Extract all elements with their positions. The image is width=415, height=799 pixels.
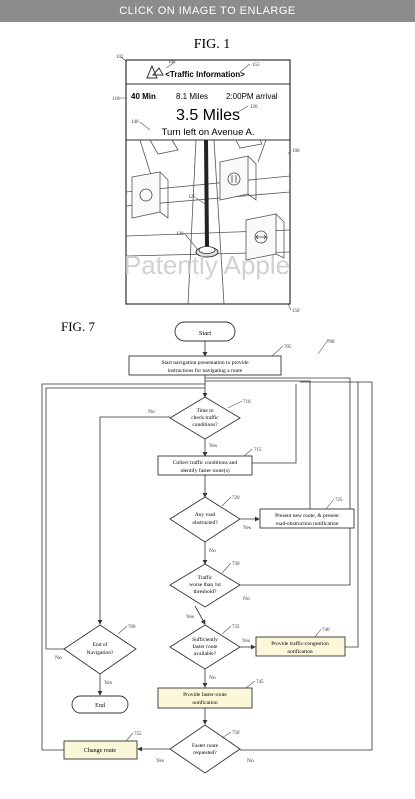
step-725-line2: road-obstruction notification — [275, 520, 338, 527]
decision-760: End of Navigation? — [63, 624, 137, 675]
label-730-yes: Yes — [186, 614, 194, 620]
step-715-line2: identify faster route(s) — [180, 467, 229, 474]
ref-705: 705 — [284, 345, 292, 350]
decision-750: Faster route requested? — [169, 724, 241, 774]
decision-720-line1: Any road — [195, 512, 216, 518]
ref-100: 100 — [292, 149, 300, 154]
map-poi-icons — [139, 172, 268, 244]
step-745-line1: Provide faster-route — [183, 691, 227, 698]
fig7-reference-numerals: 700 705 710 715 720 725 730 735 740 745 … — [128, 340, 343, 737]
step-740-line1: Provide traffic-congestion — [271, 640, 329, 647]
ref-745: 745 — [256, 680, 264, 685]
decision-720: Any road obstructed? — [169, 496, 241, 543]
ref-160: 160 — [168, 60, 176, 65]
map-view — [125, 139, 291, 305]
step-725-line1: Present new route, & present — [275, 513, 339, 519]
label-730-no: No — [243, 596, 250, 602]
step-755-label: Change route — [84, 748, 116, 754]
fig7-title: FIG. 7 — [61, 319, 95, 334]
ref-120: 120 — [250, 105, 258, 110]
stat-arrival: 2:00PM arrival — [226, 92, 278, 101]
step-705-line1: Start navigation presentation to provide — [161, 360, 249, 366]
label-750-yes: Yes — [156, 758, 164, 764]
step-755-box: Change route — [63, 740, 138, 760]
decision-710-line3: conditions? — [192, 422, 218, 428]
label-710-no: No — [148, 409, 155, 415]
patent-drawing-sheet: FIG. 1 <Traffic Information> 40 Min 8.1 … — [41, 37, 373, 774]
flow-start-terminal: Start — [174, 321, 236, 342]
flowchart-connectors — [41, 341, 373, 752]
label-760-no: No — [55, 655, 62, 661]
current-location-puck — [195, 246, 219, 258]
label-735-no: No — [209, 675, 216, 681]
ref-720: 720 — [232, 496, 240, 501]
start-label: Start — [199, 330, 211, 337]
step-715-box: Collect traffic conditions and identify … — [157, 455, 253, 476]
end-label: End — [95, 703, 105, 709]
ref-130: 130 — [176, 232, 184, 237]
ref-750: 750 — [232, 731, 240, 736]
step-705-box: Start navigation presentation to provide… — [128, 355, 282, 376]
phone-screen: <Traffic Information> 40 Min 8.1 Miles 2… — [125, 59, 291, 305]
decision-735-line1: Sufficiently — [192, 636, 218, 643]
traffic-icon — [146, 64, 164, 79]
decision-710: Time to check traffic conditions? — [169, 396, 241, 440]
ref-150: 150 — [292, 309, 300, 314]
ref-700: 700 — [327, 340, 335, 345]
decision-760-line2: Navigation? — [87, 650, 114, 656]
ref-710: 710 — [243, 400, 251, 405]
ref-755: 755 — [134, 732, 142, 737]
decision-710-line2: check traffic — [191, 414, 219, 421]
watermark: Patently Apple — [124, 250, 290, 280]
step-715-line1: Collect traffic conditions and — [173, 459, 237, 466]
label-760-yes: Yes — [104, 680, 112, 686]
ref-155: 155 — [252, 63, 260, 68]
label-735-yes: Yes — [242, 638, 250, 644]
ref-740: 740 — [322, 628, 330, 633]
ref-760: 760 — [128, 625, 136, 630]
ref-110: 110 — [112, 97, 120, 102]
decision-735-line2: faster route — [193, 643, 218, 650]
decision-710-line1: Time to — [196, 408, 213, 414]
ref-735: 735 — [232, 625, 240, 630]
decision-760-line1: End of — [93, 641, 108, 648]
header-title: <Traffic Information> — [165, 70, 245, 79]
decision-730-line3: threshold? — [194, 589, 217, 595]
flow-end-terminal: End — [71, 695, 129, 714]
stat-time: 40 Min — [131, 92, 156, 101]
decision-750-line1: Faster route — [192, 743, 219, 749]
step-740-box: Provide traffic-congestion notification — [255, 636, 346, 657]
step-705-line2: instructions for navigating a route — [168, 367, 243, 374]
label-750-no: No — [247, 758, 254, 764]
stat-miles: 8.1 Miles — [176, 92, 208, 101]
fig1-reference-numerals: 102 160 155 110 120 140 100 125 130 150 — [112, 55, 300, 314]
decision-735-line3: available? — [194, 651, 217, 657]
ref-715: 715 — [254, 448, 262, 453]
step-740-line2: notification — [287, 648, 313, 655]
fig1-leader-lines — [119, 56, 292, 311]
decision-730-line2: worse than 1st — [189, 582, 221, 588]
ref-125: 125 — [188, 195, 196, 200]
step-745-box: Provide faster-route notification — [157, 687, 253, 709]
label-720-yes: Yes — [243, 525, 251, 531]
label-720-no: No — [209, 548, 216, 554]
step-725-box: Present new route, & present road-obstru… — [259, 508, 355, 529]
decision-720-line2: obstructed? — [192, 520, 218, 526]
decision-730-line1: Traffic — [198, 574, 214, 581]
ref-140: 140 — [131, 120, 139, 125]
fig7-leader-lines — [117, 339, 335, 742]
distance-readout: 3.5 Miles — [176, 107, 240, 124]
decision-730: Traffic worse than 1st threshold? — [169, 563, 241, 608]
decision-735: Sufficiently faster route available? — [169, 624, 241, 670]
enlarge-image-banner[interactable]: CLICK ON IMAGE TO ENLARGE — [0, 0, 415, 22]
label-710-yes: Yes — [209, 443, 217, 449]
ref-725: 725 — [335, 498, 343, 503]
ref-102: 102 — [116, 55, 124, 60]
ref-730: 730 — [232, 562, 240, 567]
turn-instruction: Turn left on Avenue A. — [162, 127, 255, 138]
fig1-title: FIG. 1 — [194, 37, 231, 52]
decision-750-line2: requested? — [193, 750, 217, 756]
step-745-line2: notification — [192, 699, 218, 706]
